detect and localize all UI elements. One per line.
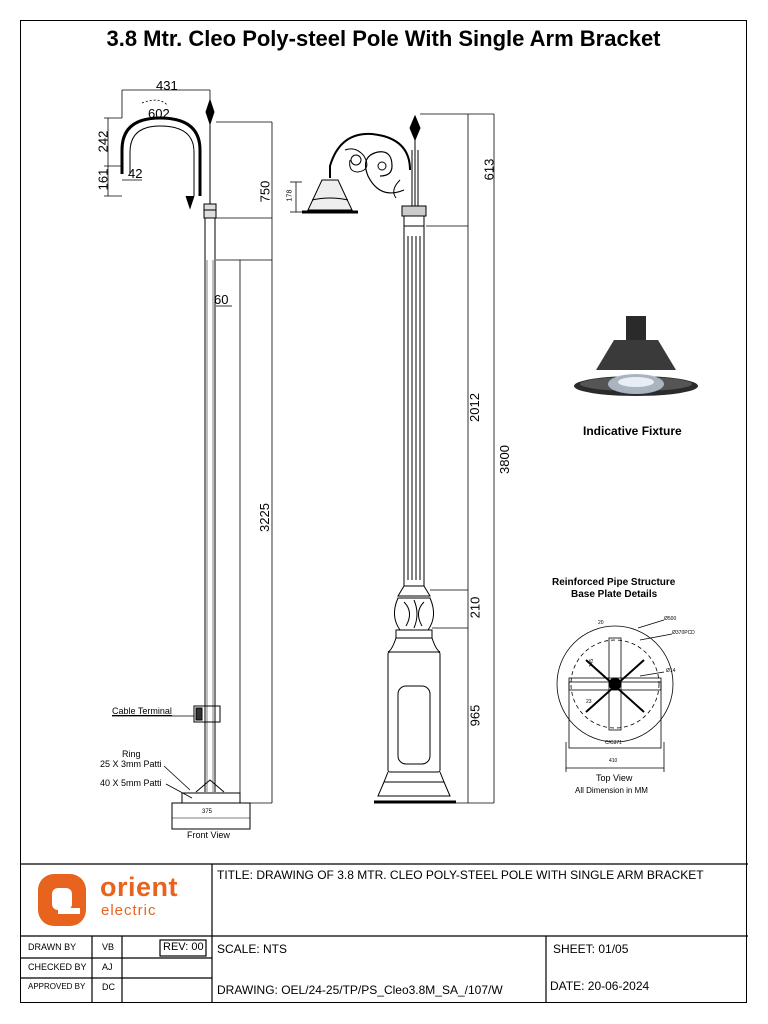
date: DATE: 20-06-2024: [550, 979, 650, 993]
dim-750: 750: [257, 180, 273, 203]
dim-cc371: C/C371: [605, 740, 622, 746]
title-block-title: TITLE: DRAWING OF 3.8 MTR. CLEO POLY-STE…: [217, 868, 704, 882]
dim-410: 410: [609, 758, 618, 764]
side-view-dimensions: [290, 113, 495, 804]
checked-by-label: CHECKED BY: [28, 962, 87, 972]
side-view-pole: [302, 114, 456, 804]
revision: REV: 00: [163, 941, 204, 953]
dim-2012: 2012: [466, 393, 482, 422]
drawing-title: 3.8 Mtr. Cleo Poly-steel Pole With Singl…: [106, 26, 661, 51]
logo-sub: electric: [101, 902, 157, 919]
fixture-caption: Indicative Fixture: [583, 424, 682, 438]
dim-pcd: Ø370PCD: [672, 630, 695, 636]
ring-label: Ring: [122, 749, 141, 759]
cable-terminal-label: Cable Terminal: [112, 706, 172, 716]
dim-431: 431: [156, 78, 178, 93]
dim-dia500: Ø500: [664, 616, 677, 622]
dim-145: 145: [589, 658, 596, 668]
dim-210: 210: [467, 596, 483, 619]
dim-3800: 3800: [496, 445, 512, 474]
dimension-note: All Dimension in MM: [575, 786, 648, 795]
drawn-by-label: DRAWN BY: [28, 942, 77, 952]
drawn-by-value: VB: [102, 942, 115, 952]
front-view-dimensions: [104, 89, 273, 819]
base-plate-top-view: [556, 619, 674, 772]
dim-602: 602: [148, 106, 170, 121]
sheet: SHEET: 01/05: [553, 942, 629, 956]
base-plate-heading-1: Reinforced Pipe Structure: [552, 577, 676, 588]
approved-by-label: APPROVED BY: [28, 982, 86, 991]
drawing-frame: [20, 20, 747, 1003]
dim-242: 242: [95, 130, 111, 153]
dim-178: 178: [286, 189, 294, 202]
dim-20: 20: [598, 620, 604, 626]
dim-23: 23: [586, 699, 592, 705]
front-view-pole: [120, 98, 251, 830]
base-plate-heading-2: Base Plate Details: [571, 589, 658, 600]
logo-word: orient: [100, 872, 179, 902]
checked-by-value: AJ: [102, 962, 113, 972]
dim-613: 613: [481, 158, 497, 181]
scale: SCALE: NTS: [217, 942, 288, 956]
base-patti-label: 40 X 5mm Patti: [100, 778, 162, 788]
title-block-lines: [20, 863, 748, 1003]
ring-patti-label: 25 X 3mm Patti: [100, 759, 162, 769]
approved-by-value: DC: [102, 982, 115, 992]
dim-965: 965: [467, 704, 483, 727]
dim-161: 161: [95, 168, 111, 191]
dim-3225: 3225: [256, 503, 272, 532]
orient-logo: [38, 874, 86, 926]
dim-dia14: Ø14: [666, 668, 676, 674]
top-view-caption: Top View: [596, 773, 633, 783]
dim-375: 375: [202, 809, 213, 815]
front-view-caption: Front View: [187, 830, 230, 840]
dim-60: 60: [214, 292, 229, 307]
dim-42: 42: [128, 166, 143, 181]
drawing-number: DRAWING: OEL/24-25/TP/PS_Cleo3.8M_SA_/10…: [217, 983, 503, 997]
fixture-image: [574, 316, 698, 396]
